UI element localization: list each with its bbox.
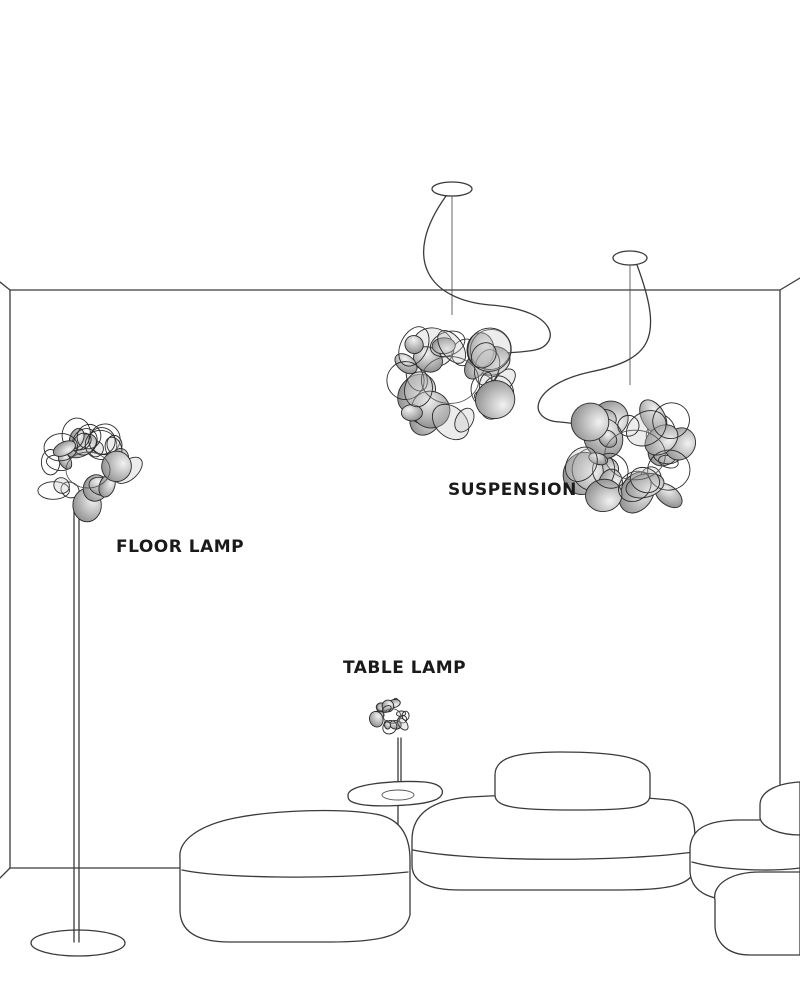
glass-disc: [469, 328, 512, 371]
glass-disc: [52, 440, 76, 457]
glass-disc: [475, 380, 516, 420]
glass-disc: [369, 710, 384, 728]
glass-disc: [404, 371, 433, 408]
glass-disc: [43, 433, 79, 462]
glass-disc: [53, 477, 70, 494]
glass-disc: [400, 404, 423, 422]
room-walls: [0, 277, 800, 879]
glass-disc: [411, 390, 451, 429]
glass-disc: [394, 353, 418, 375]
glass-disc: [398, 326, 430, 367]
glass-disc: [84, 429, 118, 460]
side-table: [347, 780, 444, 831]
glass-disc: [37, 481, 70, 500]
floor-lamp-base: [30, 929, 126, 957]
glass-disc: [570, 402, 610, 442]
glass-disc: [470, 342, 497, 369]
glass-disc: [396, 717, 409, 731]
disc-cluster: [562, 399, 697, 514]
ring-frame: [65, 451, 111, 489]
glass-disc: [652, 402, 690, 440]
ceiling-canopy: [431, 181, 473, 197]
floor-lamp-label: FLOOR LAMP: [116, 537, 244, 557]
sofa-right: [689, 781, 800, 956]
glass-disc: [429, 330, 466, 357]
glass-disc: [565, 446, 598, 482]
suspension-lamp-right: [537, 250, 697, 514]
glass-disc: [88, 427, 116, 455]
glass-disc: [404, 335, 424, 355]
glass-disc: [617, 414, 640, 437]
suspension-lamp-left: [386, 181, 551, 441]
disc-cluster: [37, 417, 143, 523]
ring-frame: [382, 708, 402, 724]
glass-disc: [381, 705, 392, 713]
pouf-left: [179, 809, 411, 943]
glass-disc: [454, 407, 475, 433]
ring-frame: [604, 429, 666, 481]
sofa-cushion: [494, 751, 651, 811]
floor-lamp: [30, 417, 143, 957]
glass-disc: [437, 330, 467, 364]
table-lamp: [369, 697, 410, 793]
disc-cluster: [386, 326, 516, 441]
table-lamp-label: TABLE LAMP: [343, 658, 466, 678]
disc-cluster: [369, 697, 410, 735]
suspension-label: SUSPENSION: [448, 480, 577, 500]
ceiling-canopy: [612, 250, 648, 266]
glass-disc: [585, 478, 623, 512]
glass-disc: [76, 423, 102, 450]
ring-frame: [420, 356, 480, 404]
glass-disc: [629, 466, 661, 494]
glass-disc: [647, 449, 691, 491]
glass-disc: [89, 423, 121, 456]
glass-disc: [401, 710, 410, 721]
glass-disc: [71, 428, 98, 456]
sofa-middle: [411, 751, 696, 891]
